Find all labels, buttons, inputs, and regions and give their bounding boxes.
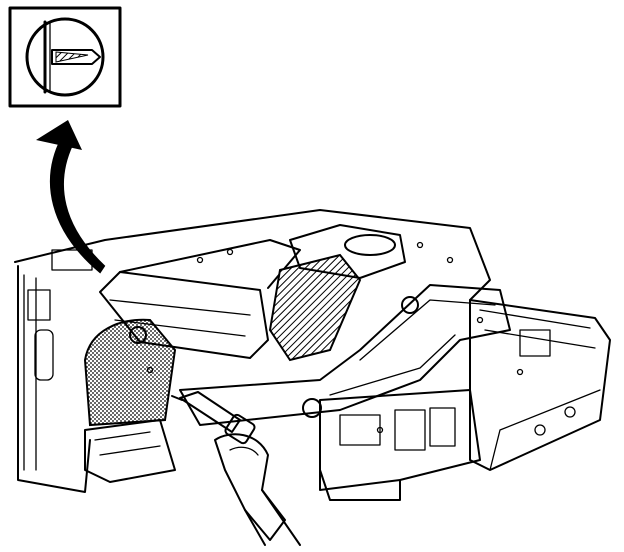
curved-arrow-icon [36, 120, 106, 274]
gloved-hand [214, 433, 301, 546]
detail-inset [8, 6, 122, 108]
sealer-applicator-gun [171, 391, 256, 445]
vehicle-front-structure [14, 209, 611, 501]
weld-seam-icon [25, 17, 105, 97]
